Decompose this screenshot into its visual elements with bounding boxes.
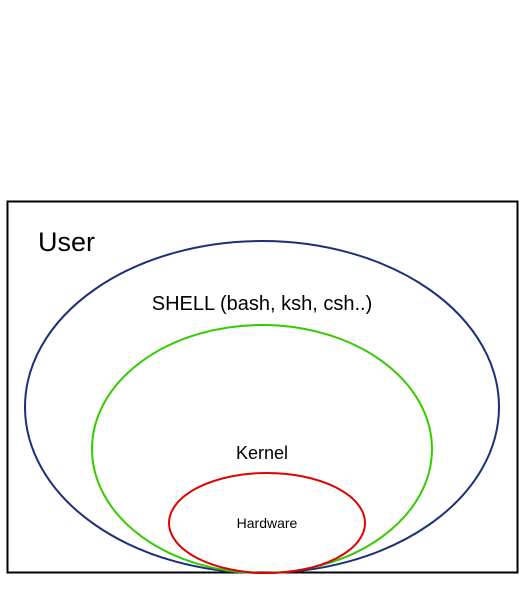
user-label: User (38, 227, 95, 257)
hardware-label: Hardware (237, 515, 298, 531)
kernel-label: Kernel (236, 443, 288, 463)
user-frame (6, 200, 519, 574)
hardware-ellipse (168, 472, 366, 574)
shell-label: SHELL (bash, ksh, csh..) (152, 293, 372, 315)
